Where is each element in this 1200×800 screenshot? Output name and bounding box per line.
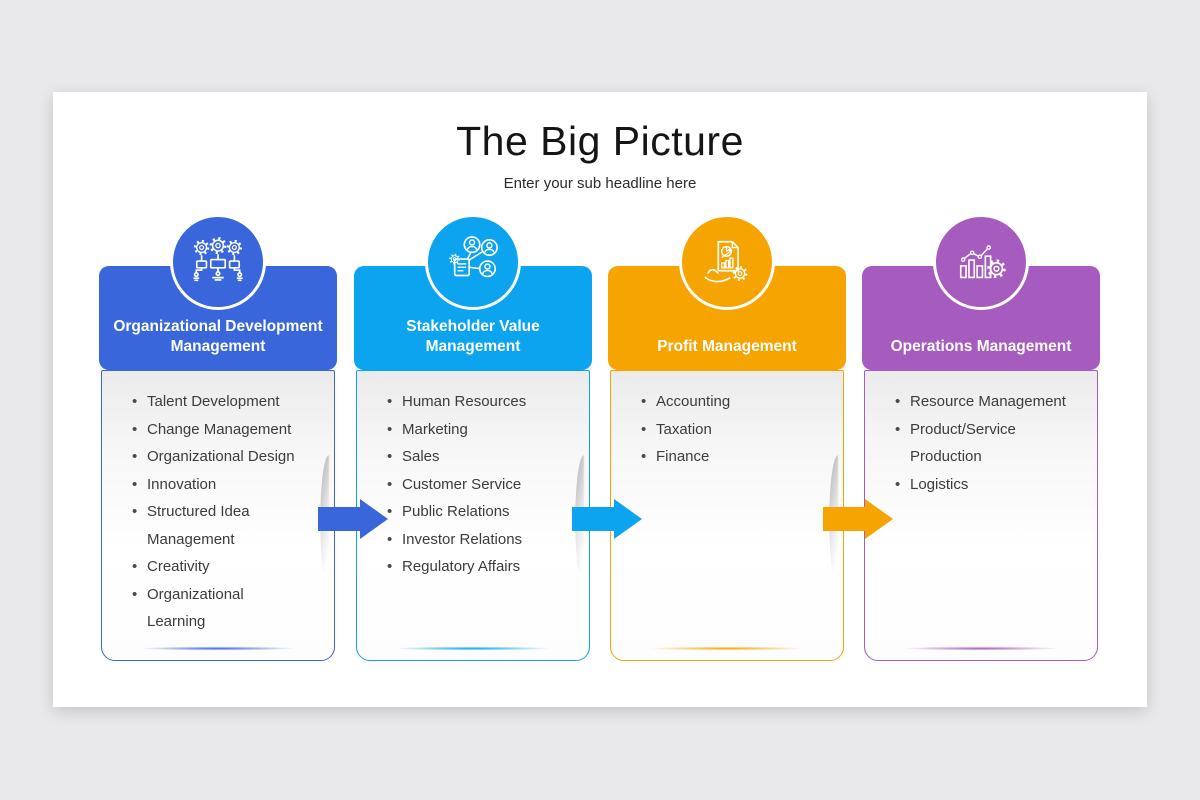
- card-title: Profit Management: [657, 338, 797, 355]
- card-icon-circle: [933, 214, 1029, 310]
- slide-subtitle: Enter your sub headline here: [503, 175, 697, 192]
- bottom-glow-line: [627, 646, 827, 651]
- card-organizational-development-management[interactable]: Organizational Development Management Ta…: [99, 214, 337, 661]
- list-item: Accounting: [641, 388, 815, 416]
- card-item-list: Talent Development Change Management Org…: [132, 388, 306, 636]
- card-title: Stakeholder Value Management: [406, 318, 540, 355]
- card-stakeholder-value-management[interactable]: Stakeholder Value Management Human Resou…: [354, 214, 592, 661]
- card-icon-circle: [679, 214, 775, 310]
- arrow-shaft: [823, 507, 866, 531]
- bottom-glow-line: [373, 646, 573, 651]
- list-item: Logistics: [895, 471, 1069, 499]
- bottom-glow-line: [881, 646, 1081, 651]
- card-body: Talent Development Change Management Org…: [101, 370, 335, 661]
- card-icon-circle: [425, 214, 521, 310]
- arrow-shaft: [572, 507, 615, 531]
- card-body: Human Resources Marketing Sales Customer…: [356, 370, 590, 661]
- list-item: Resource Management: [895, 388, 1069, 416]
- list-item: Structured Idea Management: [132, 498, 306, 553]
- slide-title: The Big Picture: [456, 118, 744, 164]
- arrow-head: [865, 499, 893, 539]
- card-profit-management[interactable]: Profit Management Accounting Taxation Fi…: [608, 214, 846, 661]
- card-body: Resource Management Product/Service Prod…: [864, 370, 1098, 661]
- list-item: Public Relations: [387, 498, 561, 526]
- list-item: Sales: [387, 443, 561, 471]
- list-item: Taxation: [641, 416, 815, 444]
- card-body: Accounting Taxation Finance: [610, 370, 844, 661]
- list-item: Product/Service Production: [895, 416, 1069, 471]
- list-item: Organizational Learning: [132, 581, 306, 636]
- flow-arrow-right-icon: [823, 499, 893, 539]
- list-item: Marketing: [387, 416, 561, 444]
- list-item: Talent Development: [132, 388, 306, 416]
- list-item: Creativity: [132, 553, 306, 581]
- workflow-gears-icon: [193, 237, 243, 282]
- list-item: Finance: [641, 443, 815, 471]
- profit-document-icon: [704, 240, 748, 283]
- list-item: Regulatory Affairs: [387, 553, 561, 581]
- card-title: Organizational Development Management: [113, 318, 323, 355]
- flow-arrow-right-icon: [318, 499, 388, 539]
- list-item: Organizational Design: [132, 443, 306, 471]
- slide-canvas: The Big Picture Enter your sub headline …: [53, 92, 1147, 707]
- list-item: Human Resources: [387, 388, 561, 416]
- card-item-list: Human Resources Marketing Sales Customer…: [387, 388, 561, 581]
- card-item-list: Accounting Taxation Finance: [641, 388, 815, 471]
- arrow-shaft: [318, 507, 361, 531]
- card-item-list: Resource Management Product/Service Prod…: [895, 388, 1069, 499]
- stakeholder-network-icon: [449, 236, 498, 278]
- card-operations-management[interactable]: Operations Management Resource Managemen…: [862, 214, 1100, 661]
- arrow-head: [614, 499, 642, 539]
- operations-chart-icon: [959, 245, 1006, 279]
- card-title: Operations Management: [890, 338, 1072, 355]
- flow-arrow-right-icon: [572, 499, 642, 539]
- bottom-glow-line: [118, 646, 318, 651]
- arrow-head: [360, 499, 388, 539]
- list-item: Investor Relations: [387, 526, 561, 554]
- card-icon-circle: [170, 214, 266, 310]
- list-item: Change Management: [132, 416, 306, 444]
- list-item: Innovation: [132, 471, 306, 499]
- list-item: Customer Service: [387, 471, 561, 499]
